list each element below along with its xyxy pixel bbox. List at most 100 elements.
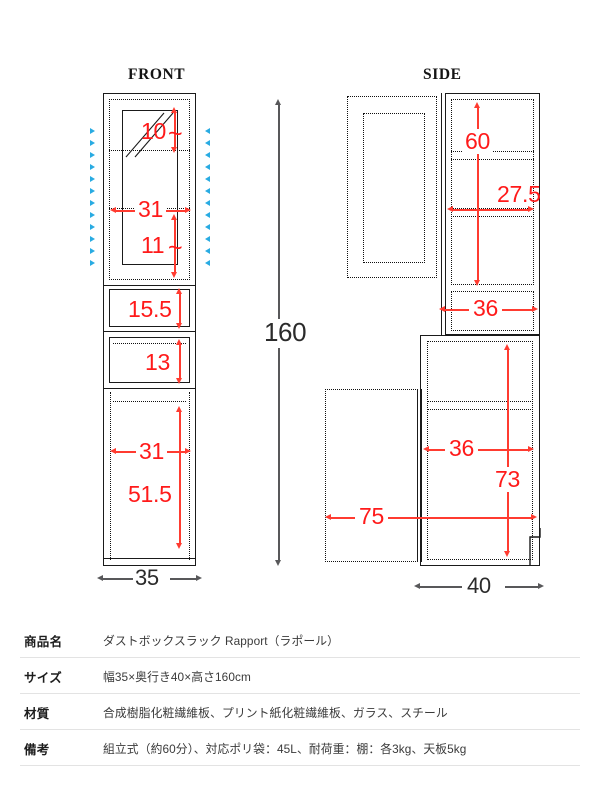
- side-dim-75-label: 75: [355, 505, 388, 528]
- spec-value-remarks: 組立式（約60分）、対応ポリ袋：45L、耐荷重：棚：各3kg、天板5kg: [103, 742, 467, 756]
- side-dim-40-label: 40: [467, 573, 491, 598]
- side-dim-73-arrow-down: [504, 551, 510, 557]
- side-dim-36-lower-line: [428, 449, 528, 451]
- front-dim-160-line-upper: [278, 104, 280, 328]
- front-bottom-top-line: [113, 401, 186, 402]
- front-dim-155-line: [179, 293, 181, 325]
- front-dim-160-arrow-up: [275, 99, 281, 105]
- spec-row-remarks: 備考 組立式（約60分）、対応ポリ袋：45L、耐荷重：棚：各3kg、天板5kg: [0, 730, 600, 766]
- side-upper-shelf-2: [451, 208, 534, 209]
- front-dim-10-label: 10: [141, 118, 166, 144]
- side-dim-36-lower-label: 36: [445, 437, 478, 460]
- side-dim-60-label: 60: [462, 129, 493, 154]
- front-upper-interior: [109, 99, 190, 280]
- front-dim-10-arrow-up: [171, 107, 177, 113]
- front-dim-31-upper-arrow-right: [185, 207, 191, 213]
- front-dim-31-upper-arrow-left: [110, 207, 116, 213]
- spec-value-product-name: ダストボックスラック Rapport（ラポール）: [103, 634, 340, 648]
- front-dim-155-arrow-up: [176, 288, 182, 294]
- side-dim-40-line-right: [505, 586, 538, 588]
- front-dim-155-label: 15.5: [128, 296, 172, 322]
- side-upper-front-stile: [441, 93, 443, 335]
- side-dim-40-line-left: [420, 586, 462, 588]
- front-view-title: FRONT: [128, 66, 186, 83]
- front-bottom-right-edge: [189, 392, 190, 560]
- side-dim-73-line: [507, 349, 509, 553]
- side-upper-shelf-2b: [451, 216, 534, 217]
- front-dim-13-arrow-up: [176, 339, 182, 345]
- spec-label-product-name: 商品名: [24, 635, 63, 649]
- side-dim-36-lower-arrow-right: [528, 446, 534, 452]
- side-lower-open-door: [325, 389, 418, 562]
- spec-label-size: サイズ: [24, 671, 63, 685]
- spec-row-material: 材質 合成樹脂化粧繊維板、プリント紙化粧繊維板、ガラス、スチール: [0, 694, 600, 730]
- spec-label-material: 材質: [24, 707, 50, 721]
- front-dim-11-arrow-down: [171, 272, 177, 278]
- front-dim-11-arrow-up: [171, 214, 177, 220]
- side-dim-36-upper-arrow-right: [532, 306, 538, 312]
- front-divider-3: [103, 388, 196, 390]
- spec-row-divider: [20, 657, 580, 658]
- front-dim-10-line: [174, 112, 176, 148]
- front-dim-515-line: [179, 411, 181, 545]
- front-dim-515-arrow-down: [176, 543, 182, 549]
- front-dim-35-line-left: [103, 578, 133, 580]
- side-dim-40-arrow-right: [538, 583, 544, 589]
- side-lower-shelf: [427, 401, 533, 402]
- front-dim-35-arrow-right: [196, 575, 202, 581]
- side-dim-275-arrow-right: [528, 206, 534, 212]
- front-dim-13-label: 13: [145, 349, 170, 375]
- side-upper-interior: [451, 99, 534, 285]
- front-divider-2: [103, 331, 196, 333]
- front-dim-31-bottom-label: 31: [136, 440, 167, 463]
- front-divider-1: [103, 285, 196, 287]
- spec-value-material: 合成樹脂化粧繊維板、プリント紙化粧繊維板、ガラス、スチール: [103, 706, 448, 720]
- spec-label-remarks: 備考: [24, 743, 50, 757]
- spec-row-size: サイズ 幅35×奥行き40×高さ160cm: [0, 658, 600, 694]
- side-upper-open-door: [347, 96, 437, 278]
- spec-table: 商品名 ダストボックスラック Rapport（ラポール） サイズ 幅35×奥行き…: [0, 622, 600, 766]
- front-dim-11-line: [174, 219, 176, 273]
- side-dim-75-line: [330, 517, 531, 519]
- front-dim-13-line: [179, 344, 181, 380]
- spec-row-divider: [20, 693, 580, 694]
- front-dim-35-arrow-left: [97, 575, 103, 581]
- side-lower-open-door-stile: [417, 389, 419, 562]
- side-dim-75-arrow-left: [325, 514, 331, 520]
- side-upper-shelf-1b: [451, 159, 534, 160]
- front-dim-31-bottom-arrow-left: [110, 448, 116, 454]
- side-dim-36-upper-arrow-left: [439, 306, 445, 312]
- front-upper-shelf-1: [109, 150, 190, 151]
- side-dim-275-label: 27.5: [497, 181, 541, 207]
- front-dim-10-arrow-down: [171, 147, 177, 153]
- side-upper-open-door-panel: [363, 113, 425, 263]
- side-dim-75-arrow-right: [531, 514, 537, 520]
- front-dim-10-tilde: ~: [168, 120, 183, 148]
- spec-row-product-name: 商品名 ダストボックスラック Rapport（ラポール）: [0, 622, 600, 658]
- front-dim-160-arrow-down: [275, 560, 281, 566]
- side-dim-275-arrow-left: [447, 206, 453, 212]
- front-dim-31-bottom-arrow-right: [185, 448, 191, 454]
- side-upper-cabinet-outline: [445, 93, 540, 335]
- spec-value-size: 幅35×奥行き40×高さ160cm: [103, 670, 251, 684]
- side-bottom-notch: [529, 528, 541, 566]
- front-dim-515-label: 51.5: [128, 481, 172, 507]
- side-dim-36-upper-label: 36: [469, 297, 502, 320]
- glass-reflection-icon: [125, 112, 174, 158]
- side-dim-40-arrow-left: [414, 583, 420, 589]
- front-cabinet-outline: [103, 93, 196, 566]
- spec-row-divider: [20, 765, 580, 766]
- side-lower-open-door-stile-2: [421, 389, 423, 562]
- side-dim-73-arrow-up: [504, 344, 510, 350]
- side-dim-36-lower-arrow-left: [423, 446, 429, 452]
- side-lower-shelf-b: [427, 409, 533, 410]
- front-drawer-2: [109, 337, 190, 383]
- side-dim-60-arrow-up: [474, 102, 480, 108]
- spec-row-divider: [20, 729, 580, 730]
- side-dim-60-line: [477, 107, 479, 282]
- front-dim-35-label: 35: [135, 565, 159, 590]
- front-dim-160-line-lower: [278, 348, 280, 562]
- front-dim-515-arrow-up: [176, 406, 182, 412]
- side-view-title: SIDE: [423, 66, 462, 83]
- front-bottom-left-edge: [110, 392, 111, 560]
